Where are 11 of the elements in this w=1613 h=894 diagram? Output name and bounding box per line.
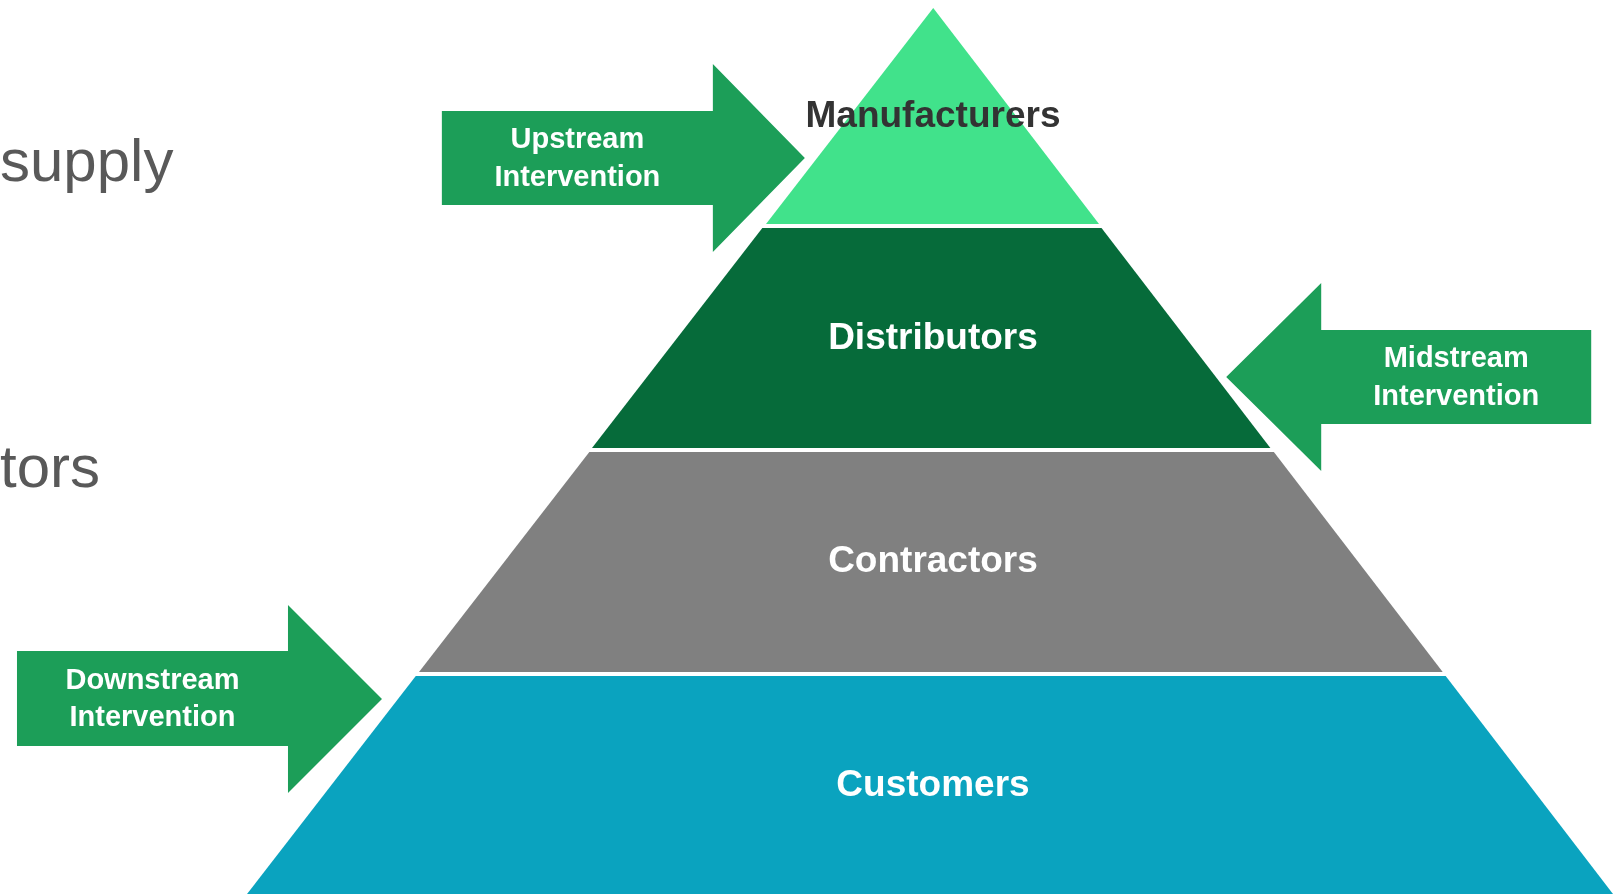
arrow-label: Upstream Intervention bbox=[493, 121, 662, 194]
slide-text: tors bbox=[0, 431, 101, 501]
tier-label: Contractors bbox=[828, 539, 1038, 581]
arrow-label: Midstream Intervention bbox=[1372, 340, 1541, 413]
block-arrow bbox=[17, 605, 382, 793]
slide-text: supply bbox=[0, 125, 174, 195]
tier-label: Distributors bbox=[828, 316, 1038, 358]
block-arrow bbox=[441, 64, 805, 252]
block-arrow bbox=[1226, 283, 1592, 471]
tier-label: Customers bbox=[836, 763, 1030, 805]
arrow-label: Downstream Intervention bbox=[64, 661, 241, 735]
